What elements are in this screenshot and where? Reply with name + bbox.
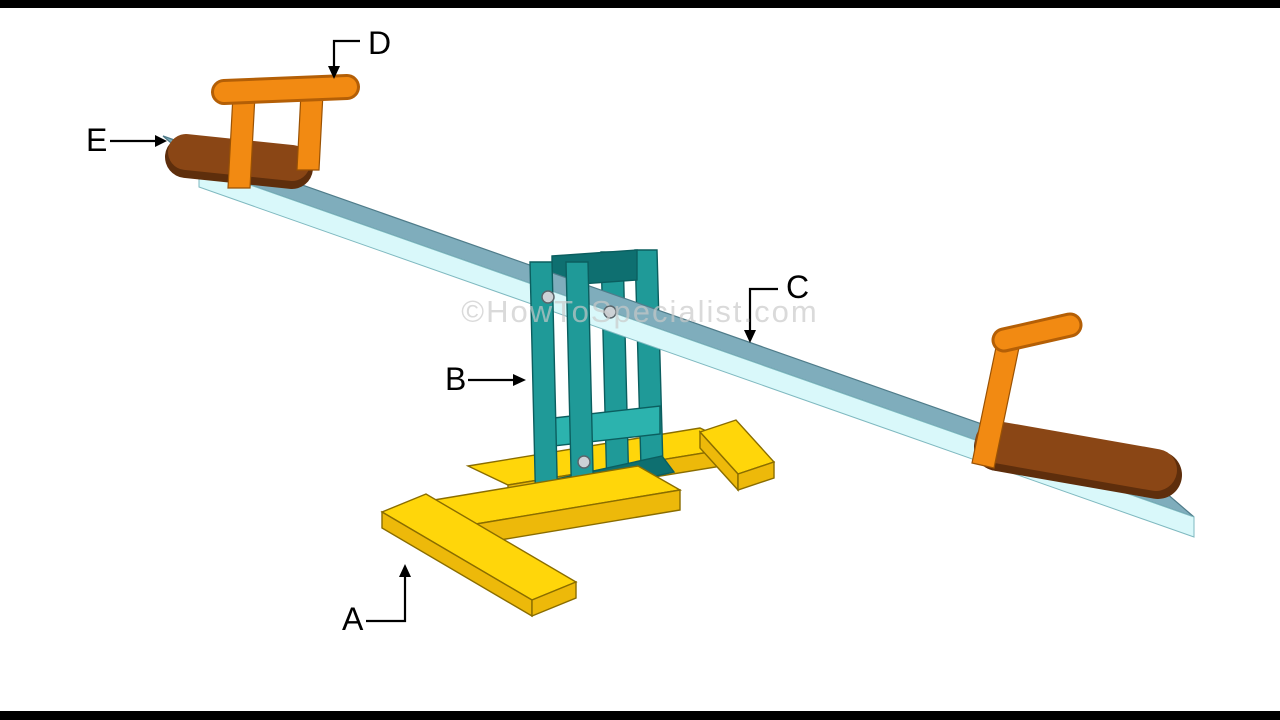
callout-c: C [744, 269, 809, 343]
right-handle [971, 312, 1083, 469]
callout-b: B [445, 361, 526, 397]
callout-e-arrowhead [155, 135, 167, 147]
base-left-foot [380, 493, 578, 618]
right-handle-bar [994, 315, 1080, 350]
left-handle [211, 74, 360, 189]
callout-a-arrowhead [399, 564, 411, 577]
callout-d-arrowhead [328, 66, 340, 79]
callout-b-arrowhead [513, 374, 526, 386]
callout-a: A [342, 564, 411, 637]
callout-d: D [328, 25, 391, 79]
callout-c-line [748, 287, 778, 331]
left-handle-post-front [296, 92, 324, 171]
pivot-bolt [541, 290, 555, 304]
pivot-front-posts [529, 261, 595, 517]
callout-c-arrowhead [744, 330, 756, 343]
pivot-bolt [577, 455, 591, 469]
left-foot-end-face [531, 580, 577, 618]
right-seat-top [975, 421, 1177, 491]
base-right-foot [698, 419, 776, 492]
pivot-bolts [541, 290, 617, 469]
plank-edge-face [198, 166, 1195, 538]
letterbox-bottom-bar [0, 711, 1280, 720]
callout-b-label: B [445, 361, 466, 397]
left-handle-bar [214, 77, 357, 102]
callout-a-line [366, 576, 407, 623]
callout-e-label: E [86, 122, 107, 158]
left-handle-post-rear [227, 94, 256, 189]
watermark: ©HowToSpecialist.com [461, 294, 818, 329]
base-front-rail [395, 465, 683, 551]
callout-d-label: D [368, 25, 391, 61]
right-seat [974, 421, 1182, 499]
right-foot-end-face [737, 461, 775, 491]
callout-e: E [86, 122, 167, 158]
callout-d-line [332, 39, 360, 67]
callout-a-label: A [342, 601, 364, 637]
letterbox-top-bar [0, 0, 1280, 8]
pivot-bolt [603, 305, 617, 319]
callout-c-label: C [786, 269, 809, 305]
